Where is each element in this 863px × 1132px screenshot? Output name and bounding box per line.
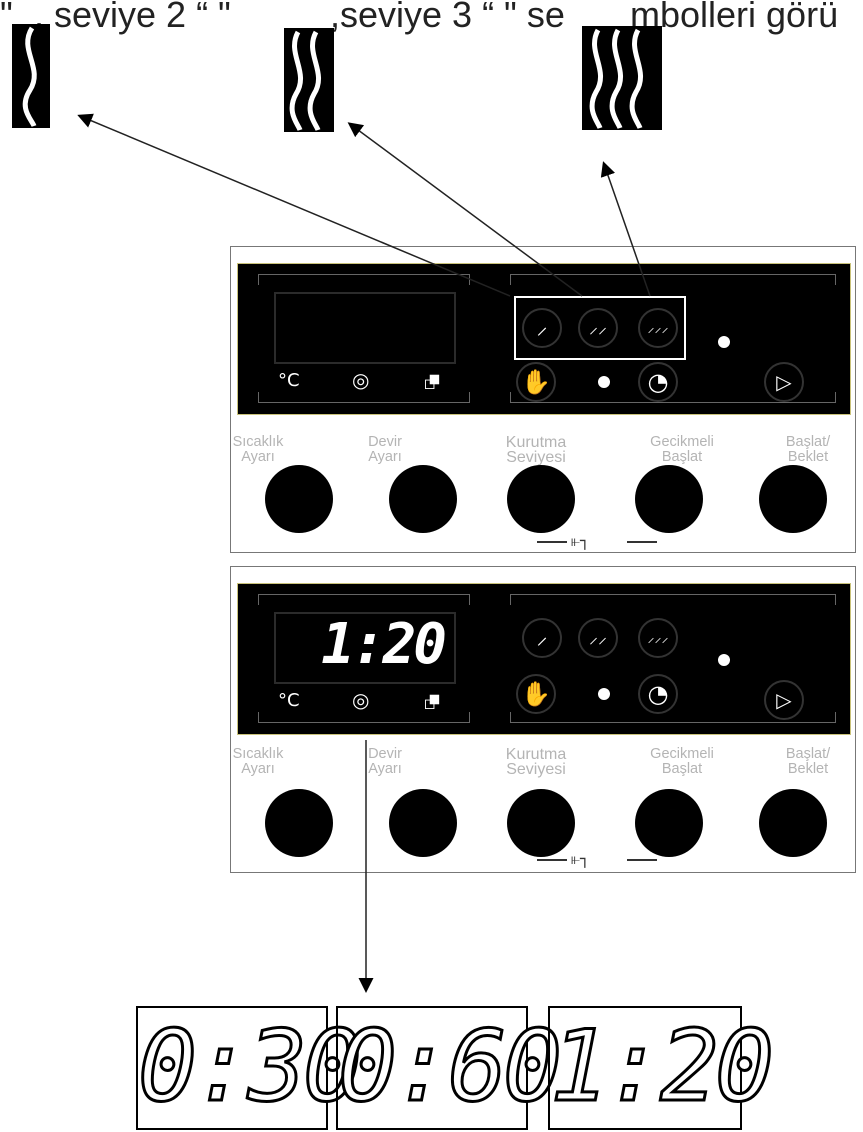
start-pause-button[interactable] bbox=[759, 465, 827, 533]
steam-1-icon: ⸝ bbox=[522, 308, 562, 348]
celsius-label: °C bbox=[278, 370, 300, 391]
display-value: 1:20 bbox=[321, 612, 447, 677]
indicator-led bbox=[598, 688, 610, 700]
start-pause-button[interactable] bbox=[759, 789, 827, 857]
spin-icon: ◎ bbox=[352, 688, 370, 712]
divider bbox=[258, 594, 470, 605]
time-option-value: 0:60 bbox=[337, 1010, 564, 1124]
display-area: °C ◎ ⮻ ⸝ ⸝⸝ ⸝⸝⸝ ✋ ◔ ▷ bbox=[237, 263, 851, 415]
divider bbox=[510, 712, 836, 723]
key-icon: ⫦┐ bbox=[571, 849, 590, 868]
steam-2-icon: ⸝⸝ bbox=[578, 618, 618, 658]
label-start-pause: Başlat/Beklet bbox=[785, 434, 831, 465]
drying-level-button[interactable] bbox=[507, 789, 575, 857]
caption-part-2: , seviye 2 “ " bbox=[34, 0, 231, 35]
steam-1-icon bbox=[12, 24, 50, 128]
time-option-value: 1:20 bbox=[549, 1010, 776, 1124]
steam-2-icon: ⸝⸝ bbox=[578, 308, 618, 348]
steam-3-icon bbox=[582, 26, 662, 130]
spin-icon: ◎ bbox=[352, 368, 370, 392]
temperature-button[interactable] bbox=[265, 789, 333, 857]
divider bbox=[258, 274, 470, 285]
steam-3-icon: ⸝⸝⸝ bbox=[638, 618, 678, 658]
delay-start-button[interactable] bbox=[635, 465, 703, 533]
time-display: 1:20 bbox=[274, 612, 456, 684]
display-area: 1:20 °C ◎ ⮻ ⸝ ⸝⸝ ⸝⸝⸝ ✋ ◔ ▷ bbox=[237, 583, 851, 735]
indicator-led bbox=[718, 654, 730, 666]
key-icon: ⫦┐ bbox=[571, 531, 590, 550]
celsius-label: °C bbox=[278, 690, 300, 711]
spin-button[interactable] bbox=[389, 465, 457, 533]
time-option-1: 0:30 bbox=[136, 1006, 364, 1130]
divider bbox=[537, 859, 567, 861]
caption-part-3: ,seviye 3 “ " se bbox=[330, 0, 565, 35]
caption-part-4: mbolleri görü bbox=[630, 0, 839, 35]
divider bbox=[510, 274, 836, 285]
divider bbox=[510, 594, 836, 605]
divider bbox=[537, 541, 567, 543]
highlight-frame bbox=[514, 296, 686, 360]
steam-1-icon: ⸝ bbox=[522, 618, 562, 658]
divider bbox=[627, 541, 657, 543]
steam-2-icon bbox=[284, 28, 334, 132]
label-start-pause: Başlat/Beklet bbox=[785, 746, 831, 777]
time-option-2: 0:60 bbox=[336, 1006, 564, 1130]
divider bbox=[627, 859, 657, 861]
start-pause-icon: ▷ bbox=[764, 680, 804, 720]
indicator-led bbox=[598, 376, 610, 388]
divider bbox=[510, 392, 836, 403]
delay-timer-icon: ⮻ bbox=[424, 370, 441, 394]
delay-timer-icon: ◔ bbox=[638, 362, 678, 402]
divider bbox=[258, 712, 470, 723]
time-option-value: 0:30 bbox=[137, 1010, 364, 1124]
time-option-3: 1:20 bbox=[548, 1006, 776, 1130]
temperature-button[interactable] bbox=[265, 465, 333, 533]
drying-level-button[interactable] bbox=[507, 465, 575, 533]
divider bbox=[258, 392, 470, 403]
delay-timer-icon: ◔ bbox=[638, 674, 678, 714]
delay-timer-icon: ⮻ bbox=[424, 690, 441, 714]
time-display bbox=[274, 292, 456, 364]
spin-button[interactable] bbox=[389, 789, 457, 857]
start-pause-icon: ▷ bbox=[764, 362, 804, 402]
indicator-led bbox=[718, 336, 730, 348]
delay-start-button[interactable] bbox=[635, 789, 703, 857]
hand-wash-icon: ✋ bbox=[516, 674, 556, 714]
caption-part-1: " bbox=[0, 0, 13, 35]
hand-wash-icon: ✋ bbox=[516, 362, 556, 402]
steam-3-icon: ⸝⸝⸝ bbox=[638, 308, 678, 348]
